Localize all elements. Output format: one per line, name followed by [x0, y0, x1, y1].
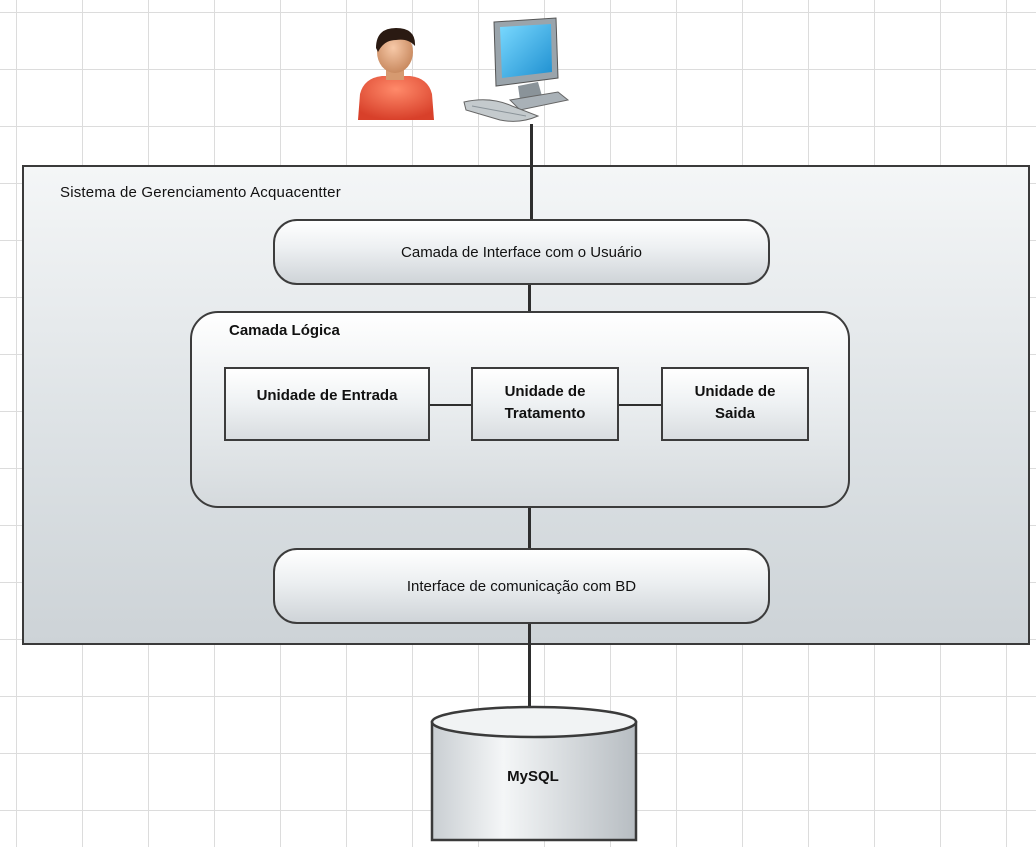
- database-cylinder-icon: [430, 705, 638, 842]
- connector-system-top: [530, 165, 533, 220]
- connector-db-interface-bottom: [528, 624, 531, 724]
- output-unit-label-line2: Saida: [714, 405, 756, 422]
- connector-processing-output: [617, 404, 663, 406]
- input-unit-label: Unidade de Entrada: [256, 387, 398, 404]
- computer-icon: [463, 17, 570, 122]
- logic-layer-title: Camada Lógica: [229, 322, 340, 339]
- db-communication-interface: Interface de comunicação com BD: [273, 548, 770, 624]
- connector-logic-db-inner: [528, 507, 531, 549]
- user-interface-layer: Camada de Interface com o Usuário: [273, 219, 770, 285]
- processing-unit: Unidade de Tratamento: [471, 367, 619, 441]
- processing-unit-label-line2: Tratamento: [504, 405, 586, 422]
- db-communication-interface-label: Interface de comunicação com BD: [406, 577, 637, 595]
- system-title: Sistema de Gerenciamento Acquacentter: [60, 184, 341, 201]
- connector-input-processing: [429, 404, 473, 406]
- output-unit-label-line1: Unidade de: [694, 383, 776, 400]
- processing-unit-label-line1: Unidade de: [504, 383, 586, 400]
- connector-interface-logic-inner: [528, 284, 531, 312]
- user-icon: [358, 28, 434, 120]
- input-unit: Unidade de Entrada: [224, 367, 430, 441]
- user-interface-layer-label: Camada de Interface com o Usuário: [401, 243, 642, 261]
- output-unit: Unidade de Saida: [661, 367, 809, 441]
- database-label: MySQL: [507, 768, 559, 785]
